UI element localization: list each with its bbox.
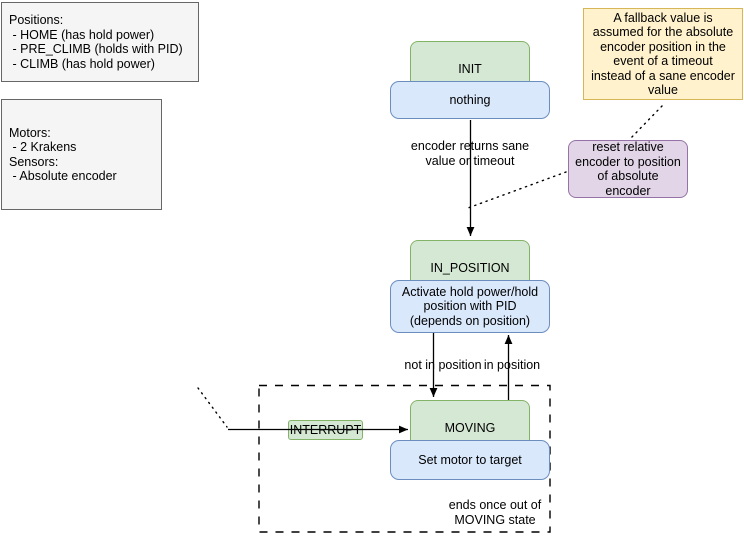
state-moving-title: MOVING <box>444 421 496 435</box>
state-moving-action[interactable]: Set motor to target <box>390 440 550 480</box>
positions-note-text: Positions: - HOME (has hold power) - PRE… <box>9 13 183 71</box>
state-in-position-title: IN_POSITION <box>430 261 510 275</box>
state-in-position-action[interactable]: Activate hold power/hold position with P… <box>390 280 550 333</box>
reset-encoder-text: reset relative encoder to position of ab… <box>575 140 681 198</box>
moving-scope-dashed-box <box>258 384 551 533</box>
edge-label-encoder-transition: encoder returns sane value or timeout <box>410 139 530 168</box>
edge-label-in-position: in position <box>483 358 541 372</box>
state-moving-action-text: Set motor to target <box>418 452 522 467</box>
state-init[interactable]: INIT nothing <box>390 41 550 119</box>
state-in-position[interactable]: IN_POSITION Activate hold power/hold pos… <box>390 240 550 333</box>
fallback-note[interactable]: A fallback value is assumed for the abso… <box>583 8 743 100</box>
interrupt-label: INTERRUPT <box>289 423 362 437</box>
state-init-title: INIT <box>458 62 482 76</box>
hardware-note[interactable]: Motors: - 2 Krakens Sensors: - Absolute … <box>1 99 162 210</box>
reset-encoder-callout[interactable]: reset relative encoder to position of ab… <box>568 140 688 198</box>
hardware-note-text: Motors: - 2 Krakens Sensors: - Absolute … <box>9 125 117 184</box>
interrupt-node[interactable]: INTERRUPT <box>288 420 363 440</box>
positions-note[interactable]: Positions: - HOME (has hold power) - PRE… <box>1 2 199 82</box>
state-init-action-text: nothing <box>449 92 491 107</box>
edge-label-not-in-position: not in position <box>404 358 482 372</box>
state-moving[interactable]: MOVING Set motor to target <box>390 400 550 480</box>
fallback-note-text: A fallback value is assumed for the abso… <box>591 10 735 98</box>
state-in-position-action-text: Activate hold power/hold position with P… <box>401 284 539 328</box>
moving-scope-exit-note: ends once out of MOVING state <box>448 498 542 527</box>
state-init-action[interactable]: nothing <box>390 81 550 119</box>
